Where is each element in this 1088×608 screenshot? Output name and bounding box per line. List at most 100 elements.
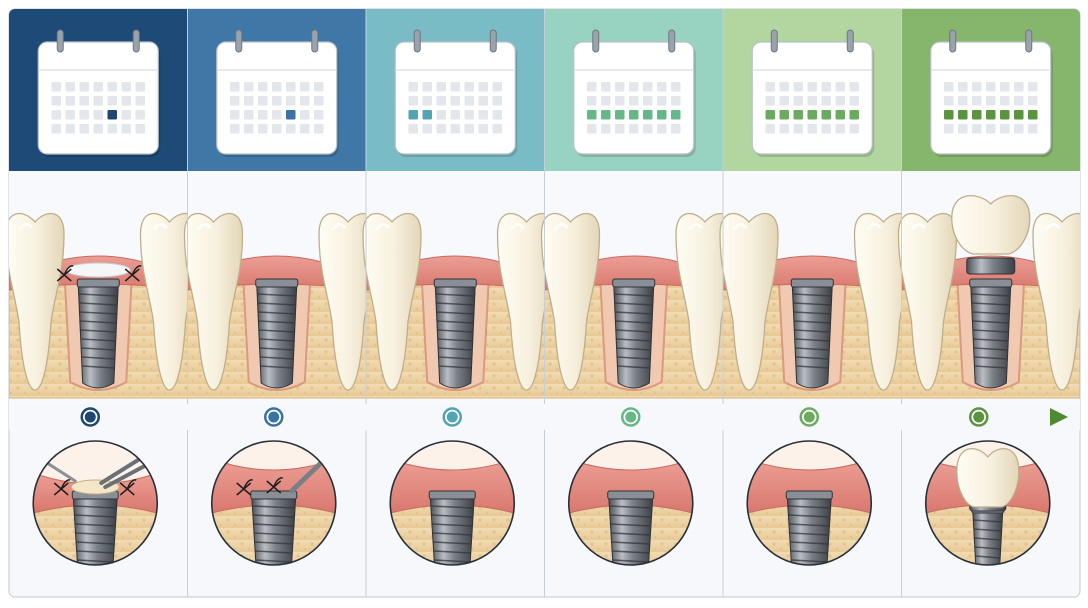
calendar-day — [436, 110, 446, 120]
detail-implant — [607, 490, 655, 565]
calendar-day — [779, 96, 789, 106]
detail-gum — [568, 458, 693, 514]
implant-thread — [794, 338, 830, 342]
calendar-day-highlighted — [1028, 110, 1038, 120]
implant-thread — [972, 311, 1010, 315]
suture-thread — [236, 479, 253, 496]
implant-thread — [617, 365, 650, 369]
implant-thread — [79, 311, 117, 315]
tooth-shape — [719, 213, 779, 391]
calendar-day — [986, 124, 996, 134]
implant-body — [251, 496, 297, 565]
calendar-day — [958, 124, 968, 134]
implant-collar — [607, 490, 655, 500]
implant-collar — [969, 278, 1013, 288]
calendar-day — [807, 96, 817, 106]
implant-thread — [615, 311, 653, 315]
implant-thread — [436, 302, 475, 306]
calendar-day — [121, 110, 131, 120]
implant-collar — [612, 278, 656, 288]
implant-thread — [257, 293, 297, 297]
calendar-day — [765, 124, 775, 134]
calendar-day-highlighted — [821, 110, 831, 120]
detail-circle-border — [389, 440, 516, 566]
crown-shape — [951, 195, 1031, 255]
calendar-day-highlighted — [972, 110, 982, 120]
implant-body — [786, 496, 832, 565]
calendar-day — [765, 96, 775, 106]
right-natural-tooth — [318, 213, 378, 391]
implant-body — [608, 496, 654, 565]
calendar-day — [272, 124, 282, 134]
stage-header-1 — [9, 9, 188, 171]
implant-thread — [254, 541, 293, 545]
calendar-day-highlighted — [422, 110, 432, 120]
calendar-day — [779, 82, 789, 92]
implant-collar — [785, 490, 833, 500]
implant-thread — [433, 550, 471, 554]
implant-thread — [616, 338, 652, 342]
calendar-day — [93, 96, 103, 106]
calendar-day — [272, 82, 282, 92]
suture-thread — [56, 265, 74, 282]
tooth-highlight — [17, 223, 34, 231]
stage-illustration-5 — [719, 171, 914, 404]
calendar-day — [79, 96, 89, 106]
calendar-day — [671, 124, 681, 134]
calendar-day — [436, 96, 446, 106]
dental-implant — [790, 278, 834, 389]
implant-thread — [254, 532, 294, 536]
calendar-day-highlighted — [587, 110, 597, 120]
calendar-day — [258, 110, 268, 120]
calendar-day-highlighted — [793, 110, 803, 120]
calendar-icon — [216, 29, 339, 157]
calendar-day — [79, 124, 89, 134]
stage-header-2 — [187, 9, 366, 171]
calendar-day — [944, 124, 954, 134]
calendar-day — [849, 82, 859, 92]
implant-thread — [430, 505, 474, 509]
calendar-day — [671, 82, 681, 92]
implant-body — [970, 284, 1012, 389]
calendar-day — [286, 96, 296, 106]
calendar-day — [835, 82, 845, 92]
calendar-day — [601, 96, 611, 106]
implant-thread — [795, 347, 830, 351]
calendar-day — [601, 82, 611, 92]
calendar-day — [300, 124, 310, 134]
tooth-shape — [9, 213, 65, 391]
left-natural-tooth — [540, 213, 601, 391]
implant-thread — [974, 537, 1002, 541]
tooth-highlight — [196, 223, 212, 231]
stage-detail-1 — [32, 440, 159, 566]
tooth-highlight — [553, 223, 569, 231]
calendar-day — [835, 124, 845, 134]
calendar-day — [450, 110, 460, 120]
detail-zoom — [33, 441, 158, 565]
implant-thread — [973, 347, 1008, 351]
detail-healing-cap — [70, 479, 120, 495]
calendar-day-highlighted — [835, 110, 845, 120]
implant-thread — [612, 550, 650, 554]
implant-thread — [788, 514, 831, 518]
stage-illustration-2 — [183, 171, 378, 404]
implant-thread — [973, 519, 1003, 523]
calendar-day — [972, 124, 982, 134]
tooth-shape — [183, 213, 244, 391]
calendar-day — [121, 96, 131, 106]
calendar-day — [807, 82, 817, 92]
calendar-day — [436, 82, 446, 92]
detail-suture-right — [119, 479, 137, 496]
implant-thread — [433, 541, 472, 545]
calendar-day — [65, 96, 75, 106]
left-natural-tooth — [719, 213, 779, 391]
calendar-day-highlighted — [643, 110, 653, 120]
healing-cap — [65, 262, 131, 278]
calendar-day — [629, 124, 639, 134]
calendar-day — [958, 82, 968, 92]
calendar-day — [51, 124, 61, 134]
implant-collar — [428, 490, 476, 500]
calendar-day — [779, 124, 789, 134]
left-natural-tooth — [362, 213, 422, 391]
timeline-marker-dot — [625, 411, 637, 423]
